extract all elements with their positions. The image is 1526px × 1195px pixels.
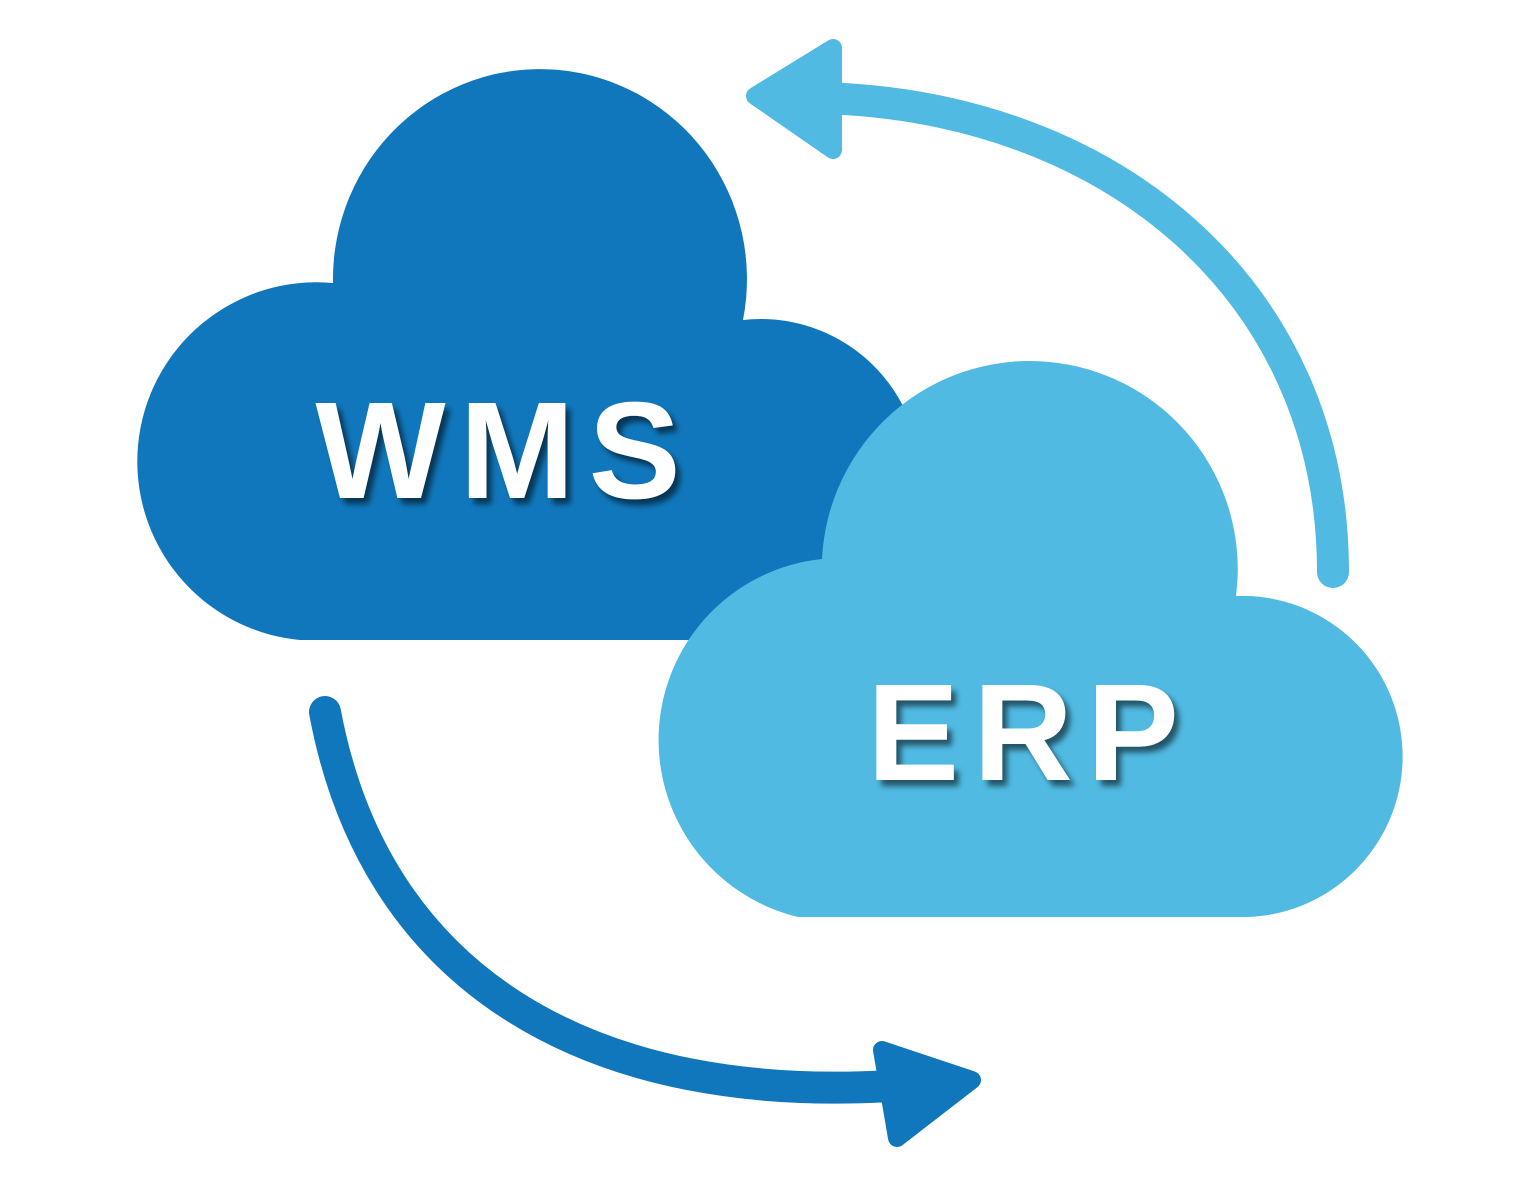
wms-label: WMS <box>315 374 694 528</box>
sync-arrow-top-head-icon <box>746 39 842 159</box>
sync-arrow-top <box>746 39 1349 588</box>
erp-cloud: ERP <box>658 361 1403 917</box>
wms-cloud: WMS <box>137 69 905 640</box>
sync-arrow-bottom-shaft <box>309 696 921 1104</box>
wms-cloud-shape <box>137 69 905 640</box>
sync-arrow-bottom <box>309 696 981 1147</box>
sync-arrow-bottom-head-icon <box>873 1041 981 1147</box>
erp-label: ERP <box>867 656 1193 810</box>
erp-cloud-shape <box>658 361 1403 917</box>
sync-arrow-top-shaft <box>804 82 1349 588</box>
